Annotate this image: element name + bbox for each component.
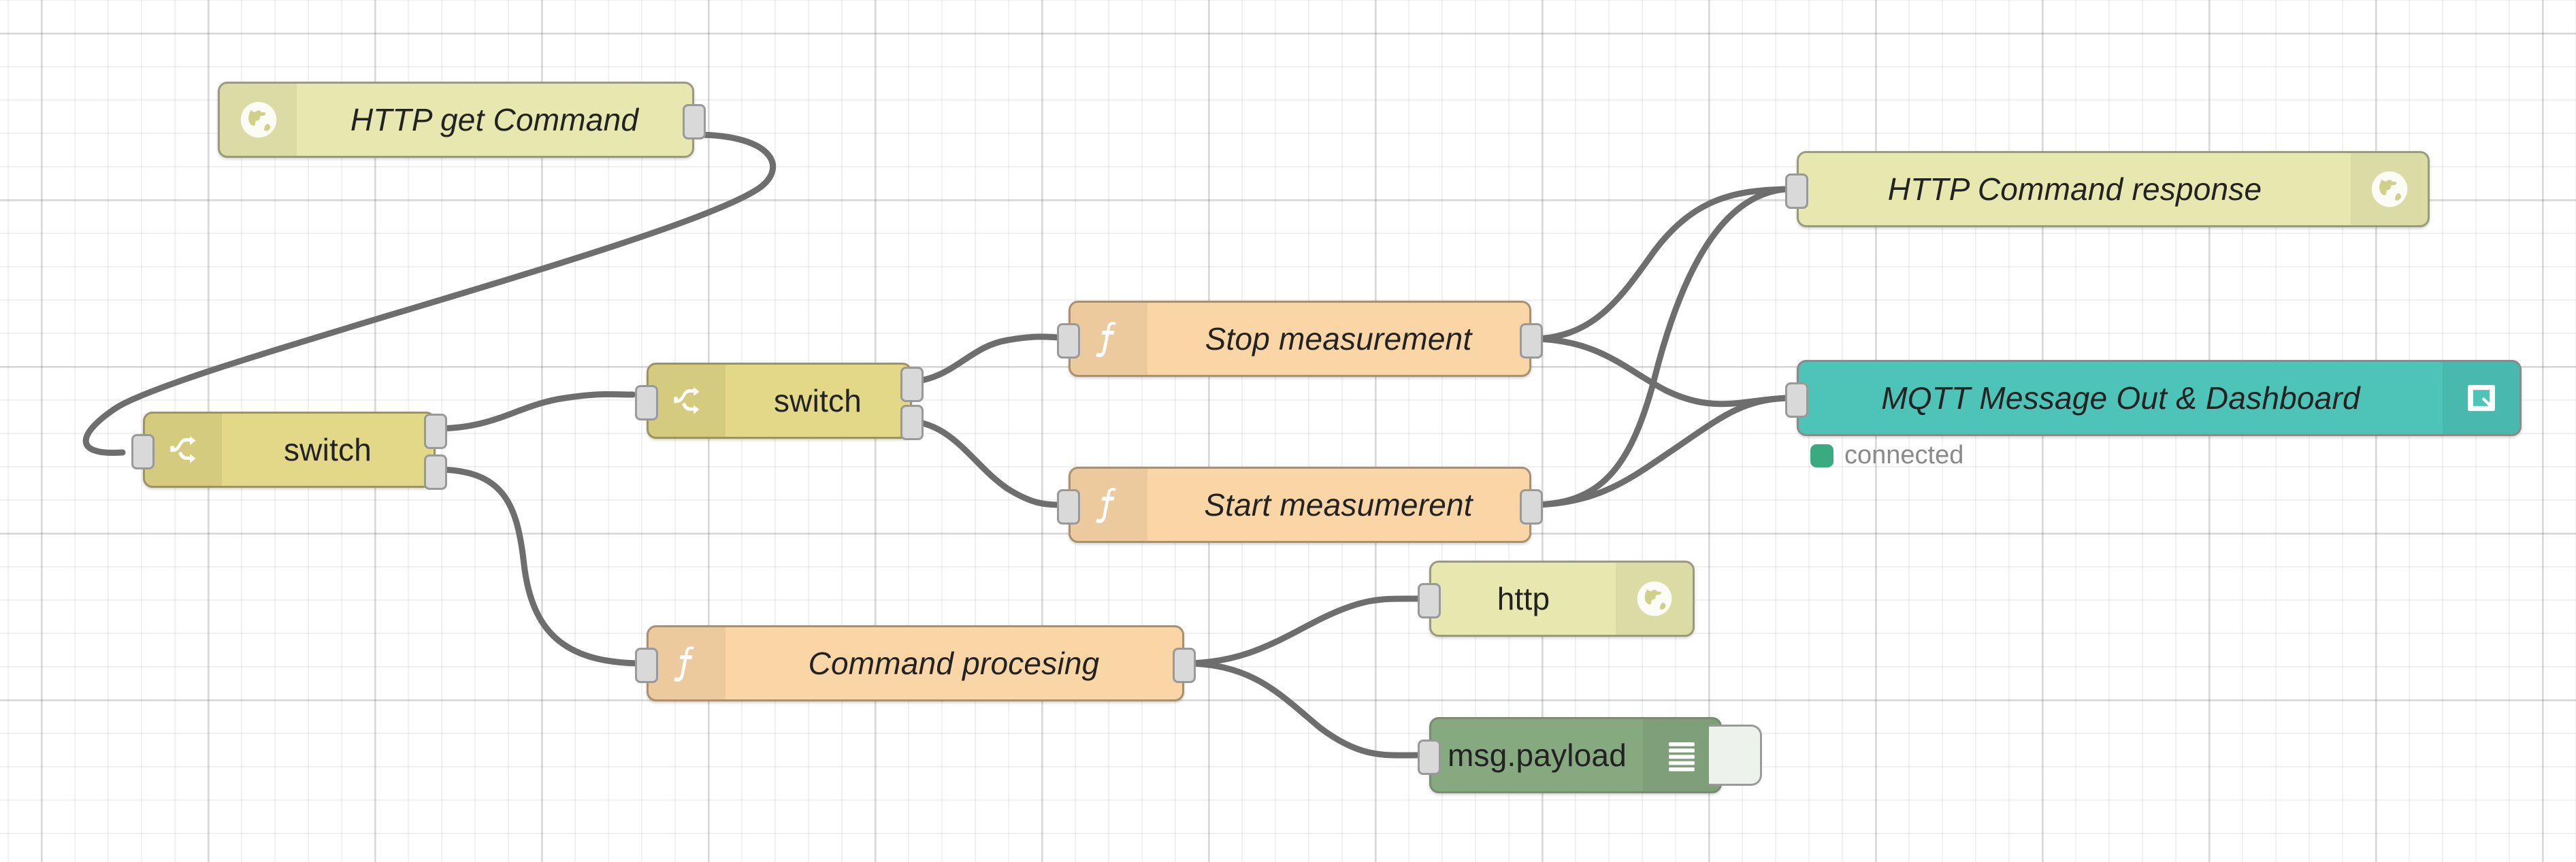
output-port-1[interactable]: [1520, 323, 1543, 359]
globe-icon: [220, 84, 297, 156]
status-label: connected: [1844, 441, 1964, 469]
node-switch-1[interactable]: switch: [131, 412, 447, 490]
node-label: switch: [773, 383, 862, 418]
node-label: http: [1497, 581, 1550, 616]
node-http-get-command[interactable]: HTTP get Command: [218, 82, 706, 158]
node-switch-2[interactable]: switch: [635, 363, 924, 440]
switch-branch-icon: [649, 365, 725, 437]
wire-command-to-http: [1181, 595, 1420, 667]
input-port[interactable]: [1785, 382, 1808, 418]
node-label: msg.payload: [1447, 737, 1627, 773]
input-port[interactable]: [131, 434, 154, 469]
output-port-1[interactable]: [1173, 648, 1196, 683]
output-port-1[interactable]: [424, 414, 447, 449]
globe-icon: [2351, 153, 2428, 225]
node-label: Command procesing: [808, 646, 1100, 681]
node-label: Stop measurement: [1205, 321, 1472, 357]
node-command-procesing[interactable]: Command procesing: [635, 625, 1196, 701]
node-body: HTTP get Command: [297, 84, 692, 156]
input-port[interactable]: [1057, 489, 1080, 525]
node-body: switch: [222, 414, 434, 486]
debug-lines-icon: [1643, 719, 1720, 791]
output-port-1[interactable]: [1520, 489, 1543, 525]
wire-command-to-debug: [1181, 660, 1420, 759]
input-port[interactable]: [635, 648, 658, 683]
wire-switch2-to-stop: [898, 333, 1062, 386]
node-body: Start measumerent: [1147, 469, 1529, 541]
node-label: MQTT Message Out & Dashboard: [1881, 380, 2360, 416]
input-port[interactable]: [1785, 173, 1808, 209]
node-label: HTTP Command response: [1887, 171, 2262, 207]
status-dot: [1810, 444, 1833, 467]
node-body: msg.payload: [1431, 719, 1643, 791]
wire-start-to-mqtt: [1528, 395, 1790, 508]
function-f-icon: [649, 627, 725, 699]
output-port-1[interactable]: [683, 104, 706, 139]
wire-httpget-to-switch1: [82, 131, 777, 457]
wire-switch1-to-command: [432, 466, 640, 667]
mqtt-status: connected: [1810, 441, 1963, 470]
mqtt-broker-icon: [2443, 362, 2520, 434]
globe-icon: [1616, 563, 1693, 635]
node-label: HTTP get Command: [350, 102, 639, 137]
function-f-icon: [1071, 469, 1147, 541]
node-http-request[interactable]: http: [1418, 561, 1695, 637]
node-stop-measurement[interactable]: Stop measurement: [1057, 301, 1543, 377]
node-start-measumerent[interactable]: Start measumerent: [1057, 467, 1543, 543]
wire-switch2-to-start: [898, 417, 1062, 508]
output-port-1[interactable]: [900, 367, 924, 402]
output-port-2[interactable]: [900, 405, 924, 440]
function-f-icon: [1071, 303, 1147, 375]
input-port[interactable]: [1418, 583, 1441, 618]
node-body: HTTP Command response: [1799, 153, 2351, 225]
node-body: switch: [725, 365, 910, 437]
node-body: Command procesing: [725, 627, 1182, 699]
wire-switch1-to-switch2: [432, 391, 636, 432]
wire-stop-to-mqtt: [1528, 335, 1790, 408]
wire-start-to-httpresp: [1528, 186, 1790, 508]
input-port[interactable]: [1057, 323, 1080, 359]
node-http-command-response[interactable]: HTTP Command response: [1785, 151, 2430, 227]
node-msg-payload-debug[interactable]: msg.payload: [1418, 717, 1762, 793]
node-label: switch: [283, 432, 372, 467]
input-port[interactable]: [1418, 740, 1441, 775]
wire-stop-to-httpresp: [1528, 186, 1790, 342]
input-port[interactable]: [635, 385, 658, 420]
output-port-2[interactable]: [424, 454, 447, 490]
node-body: Stop measurement: [1147, 303, 1529, 375]
node-body: MQTT Message Out & Dashboard: [1799, 362, 2443, 434]
node-label: Start measumerent: [1204, 487, 1473, 523]
node-mqtt-message-out-dashboard[interactable]: MQTT Message Out & Dashboard: [1785, 360, 2522, 436]
switch-branch-icon: [145, 414, 222, 486]
debug-enable-toggle[interactable]: [1709, 725, 1762, 786]
node-body: http: [1431, 563, 1616, 635]
